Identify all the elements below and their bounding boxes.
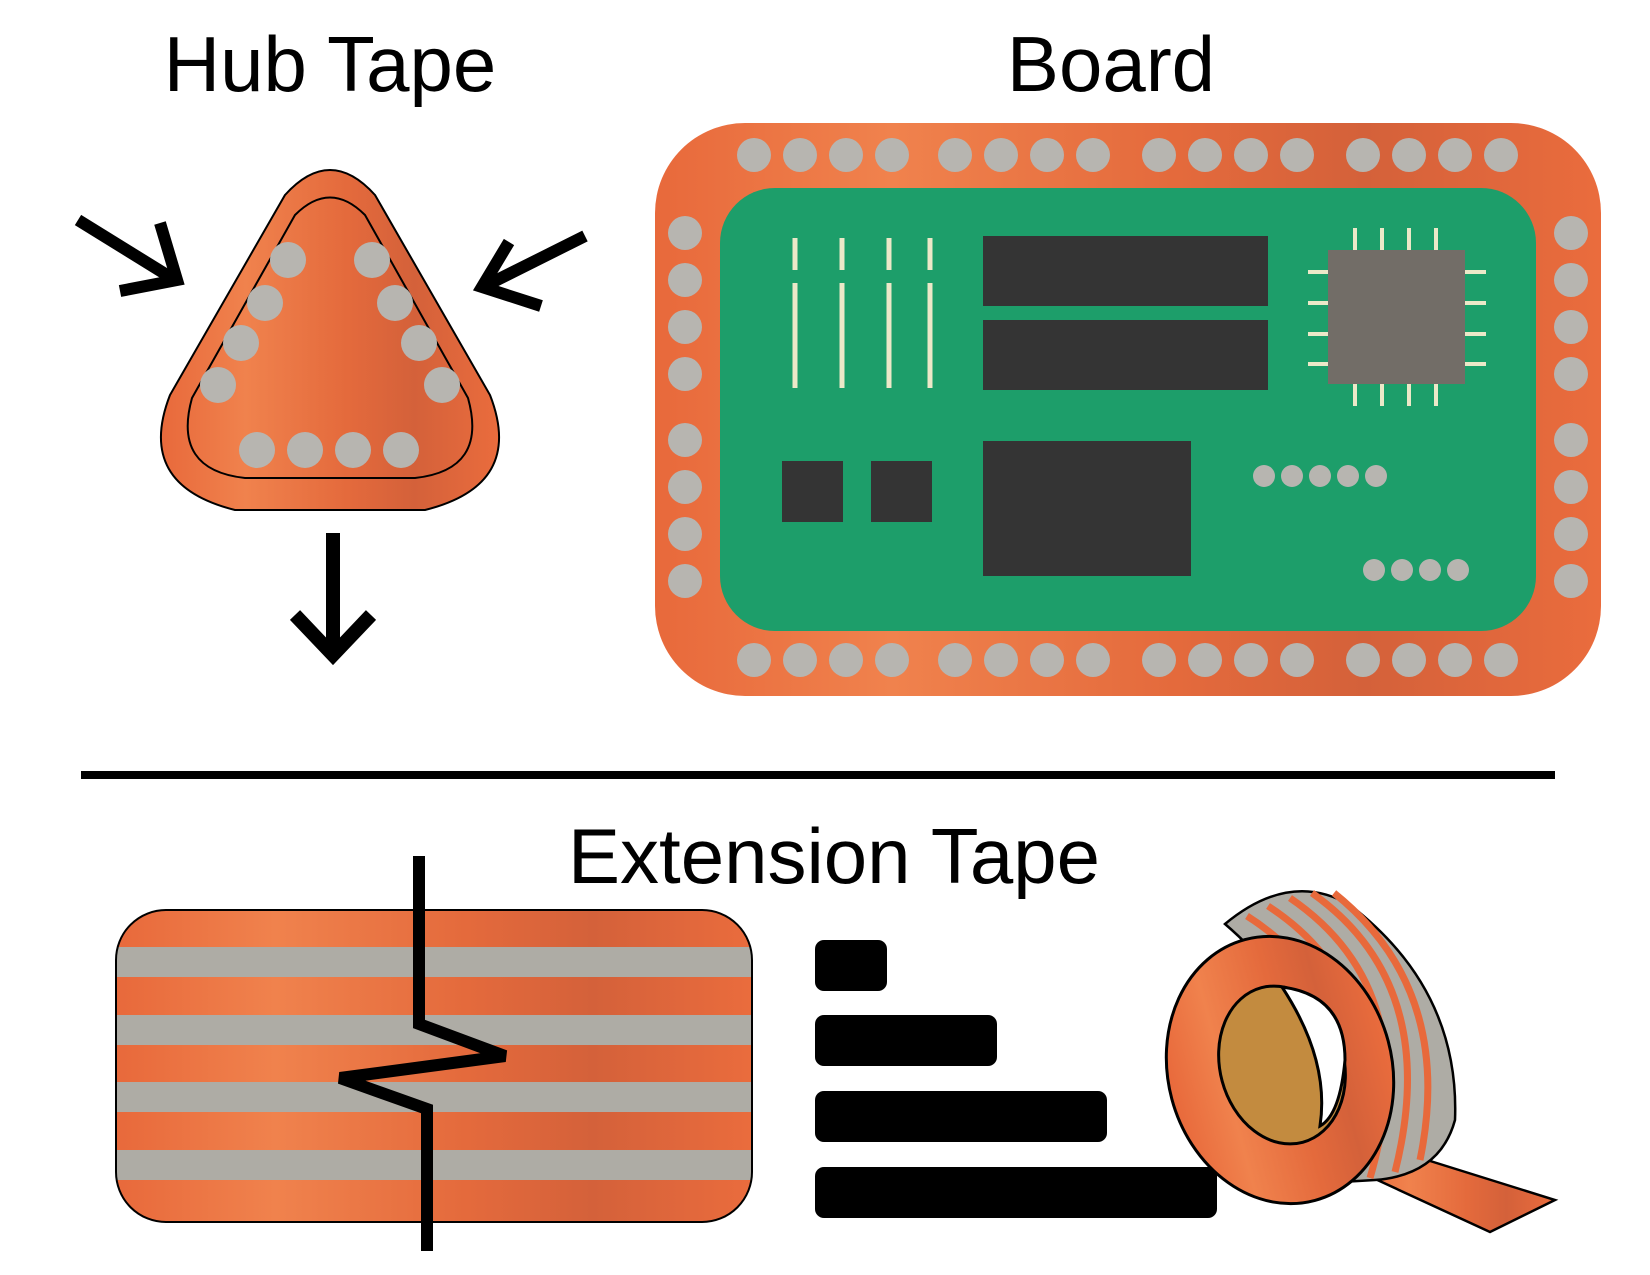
long-bar [815, 1091, 1107, 1142]
board-pad [1392, 138, 1426, 172]
board-pad [829, 138, 863, 172]
board-pad [1554, 423, 1588, 457]
board-pad [1554, 216, 1588, 250]
board [655, 123, 1601, 696]
board-pad [1392, 643, 1426, 677]
longest-bar [815, 1167, 1217, 1218]
hub-tape-outer [160, 169, 500, 511]
board-title: Board [1007, 20, 1215, 108]
board-pad [1076, 643, 1110, 677]
ic-chip-middle [983, 320, 1268, 390]
board-pad [783, 138, 817, 172]
board-pad [1280, 138, 1314, 172]
board-pad [668, 470, 702, 504]
board-pad [1142, 138, 1176, 172]
board-pad [938, 138, 972, 172]
microcontroller [1328, 250, 1465, 384]
board-pad [668, 423, 702, 457]
ic-chip-top [983, 236, 1268, 306]
board-pad [737, 643, 771, 677]
board-pad [668, 263, 702, 297]
board-pad [1030, 138, 1064, 172]
board-pad [1188, 138, 1222, 172]
hub-tape-title: Hub Tape [164, 20, 497, 108]
board-pad [984, 138, 1018, 172]
board-edge-pads [668, 138, 1588, 677]
board-pad [938, 643, 972, 677]
mcu-pins [1308, 228, 1486, 406]
board-pad [1030, 643, 1064, 677]
board-pad [737, 138, 771, 172]
short-bar [815, 940, 887, 991]
hub-tape [160, 169, 500, 511]
board-pad [668, 216, 702, 250]
board-pad [1142, 643, 1176, 677]
board-pad [984, 643, 1018, 677]
board-pad [1234, 138, 1268, 172]
board-pad [668, 517, 702, 551]
board-pad [1554, 263, 1588, 297]
board-pad [1554, 310, 1588, 344]
board-pad [875, 138, 909, 172]
hub-tape-pads [200, 242, 460, 468]
board-pad [1280, 643, 1314, 677]
board-pad [1554, 357, 1588, 391]
board-pad [875, 643, 909, 677]
tape-roll-icon [1164, 889, 1559, 1234]
extension-tape-title: Extension Tape [568, 812, 1100, 900]
board-pad [1346, 138, 1380, 172]
board-pad [668, 564, 702, 598]
test-pads-row-1 [1253, 465, 1387, 487]
silkscreen-lines [792, 238, 933, 388]
conductor-stripes [116, 947, 752, 1180]
board-pad [1554, 564, 1588, 598]
board-pad [1438, 138, 1472, 172]
board-pad [1484, 138, 1518, 172]
hub-tape-inner [186, 196, 474, 479]
small-component-left [782, 461, 843, 522]
board-pad [1554, 517, 1588, 551]
board-pad [1554, 470, 1588, 504]
board-pad [1346, 643, 1380, 677]
board-pad [829, 643, 863, 677]
length-bars [815, 940, 1217, 1218]
arrow-in-left-icon [74, 214, 185, 297]
board-pad [1484, 643, 1518, 677]
cut-line [337, 856, 508, 1251]
board-pad [1438, 643, 1472, 677]
test-pads-row-2 [1363, 559, 1469, 581]
board-pad [1188, 643, 1222, 677]
board-pad [668, 310, 702, 344]
arrow-down-icon [289, 533, 377, 666]
ic-chip-large [983, 441, 1191, 576]
medium-bar [815, 1015, 997, 1066]
board-pad [1234, 643, 1268, 677]
small-component-right [871, 461, 932, 522]
board-pad [1076, 138, 1110, 172]
arrow-in-right-icon [472, 230, 588, 312]
board-pad [668, 357, 702, 391]
board-pad [783, 643, 817, 677]
